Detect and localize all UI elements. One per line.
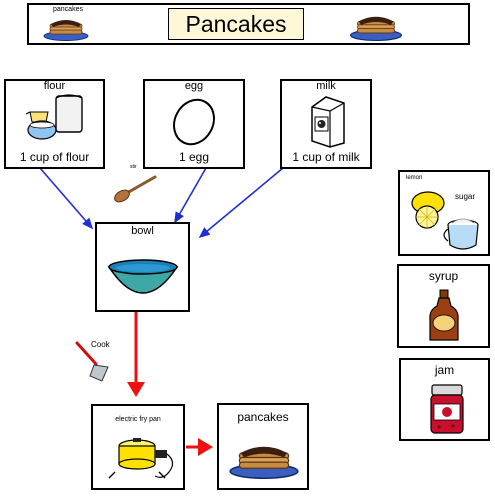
milk-caption: 1 cup of milk: [292, 150, 360, 164]
page-title: Pancakes: [185, 11, 287, 37]
sugar-label: sugar: [455, 192, 476, 201]
wooden-spoon-icon: [114, 175, 157, 203]
header-left-caption: pancakes: [53, 6, 83, 13]
arrow-flour-to-bowl: [39, 167, 94, 230]
milk-label: milk: [316, 80, 336, 92]
electric-fry-pan-icon: [108, 438, 174, 479]
lemon-sugar-card: lemon sugar: [398, 170, 490, 256]
fry-pan-label: electric fry pan: [115, 416, 161, 423]
cook-label: Cook: [91, 340, 110, 349]
lemon-sugar-icon: [411, 191, 479, 250]
syrup-label: syrup: [428, 269, 459, 283]
pancake-stack-icon: [229, 446, 299, 479]
flour-label: flour: [43, 80, 66, 92]
egg-caption: 1 egg: [178, 150, 210, 164]
pancake-stack-icon: [43, 20, 89, 41]
flour-caption: 1 cup of flour: [19, 150, 90, 164]
egg-card: egg 1 egg: [143, 79, 245, 169]
fry-pan-card: electric fry pan: [91, 404, 185, 490]
header-banner: pancakes Pancakes: [27, 3, 470, 45]
header-title-box: Pancakes: [168, 8, 304, 40]
stir-label: stir: [130, 164, 137, 170]
egg-label: egg: [184, 80, 204, 92]
mixing-bowl-icon: [107, 259, 179, 294]
milk-card: milk 1 cup of milk: [280, 79, 372, 169]
lemon-label: lemon: [406, 175, 423, 181]
pancakes-label: pancakes: [237, 410, 289, 424]
pancake-stack-icon: [350, 16, 402, 41]
jam-label: jam: [434, 363, 455, 377]
bowl-card: bowl: [95, 222, 190, 312]
jam-jar-icon: [430, 384, 464, 434]
spatula-icon: [75, 341, 109, 382]
flour-card: flour 1 cup of flour: [4, 79, 105, 169]
milk-carton-icon: [311, 96, 345, 148]
jam-card: jam: [399, 358, 490, 441]
pancakes-card: pancakes: [217, 403, 309, 490]
arrow-milk-to-bowl: [198, 167, 284, 239]
syrup-card: syrup: [397, 264, 490, 348]
egg-icon: [173, 98, 215, 146]
bowl-label: bowl: [131, 225, 154, 237]
syrup-bottle-icon: [429, 289, 459, 341]
arrow-egg-to-bowl: [174, 167, 207, 224]
flour-bag-icon: [25, 94, 83, 140]
